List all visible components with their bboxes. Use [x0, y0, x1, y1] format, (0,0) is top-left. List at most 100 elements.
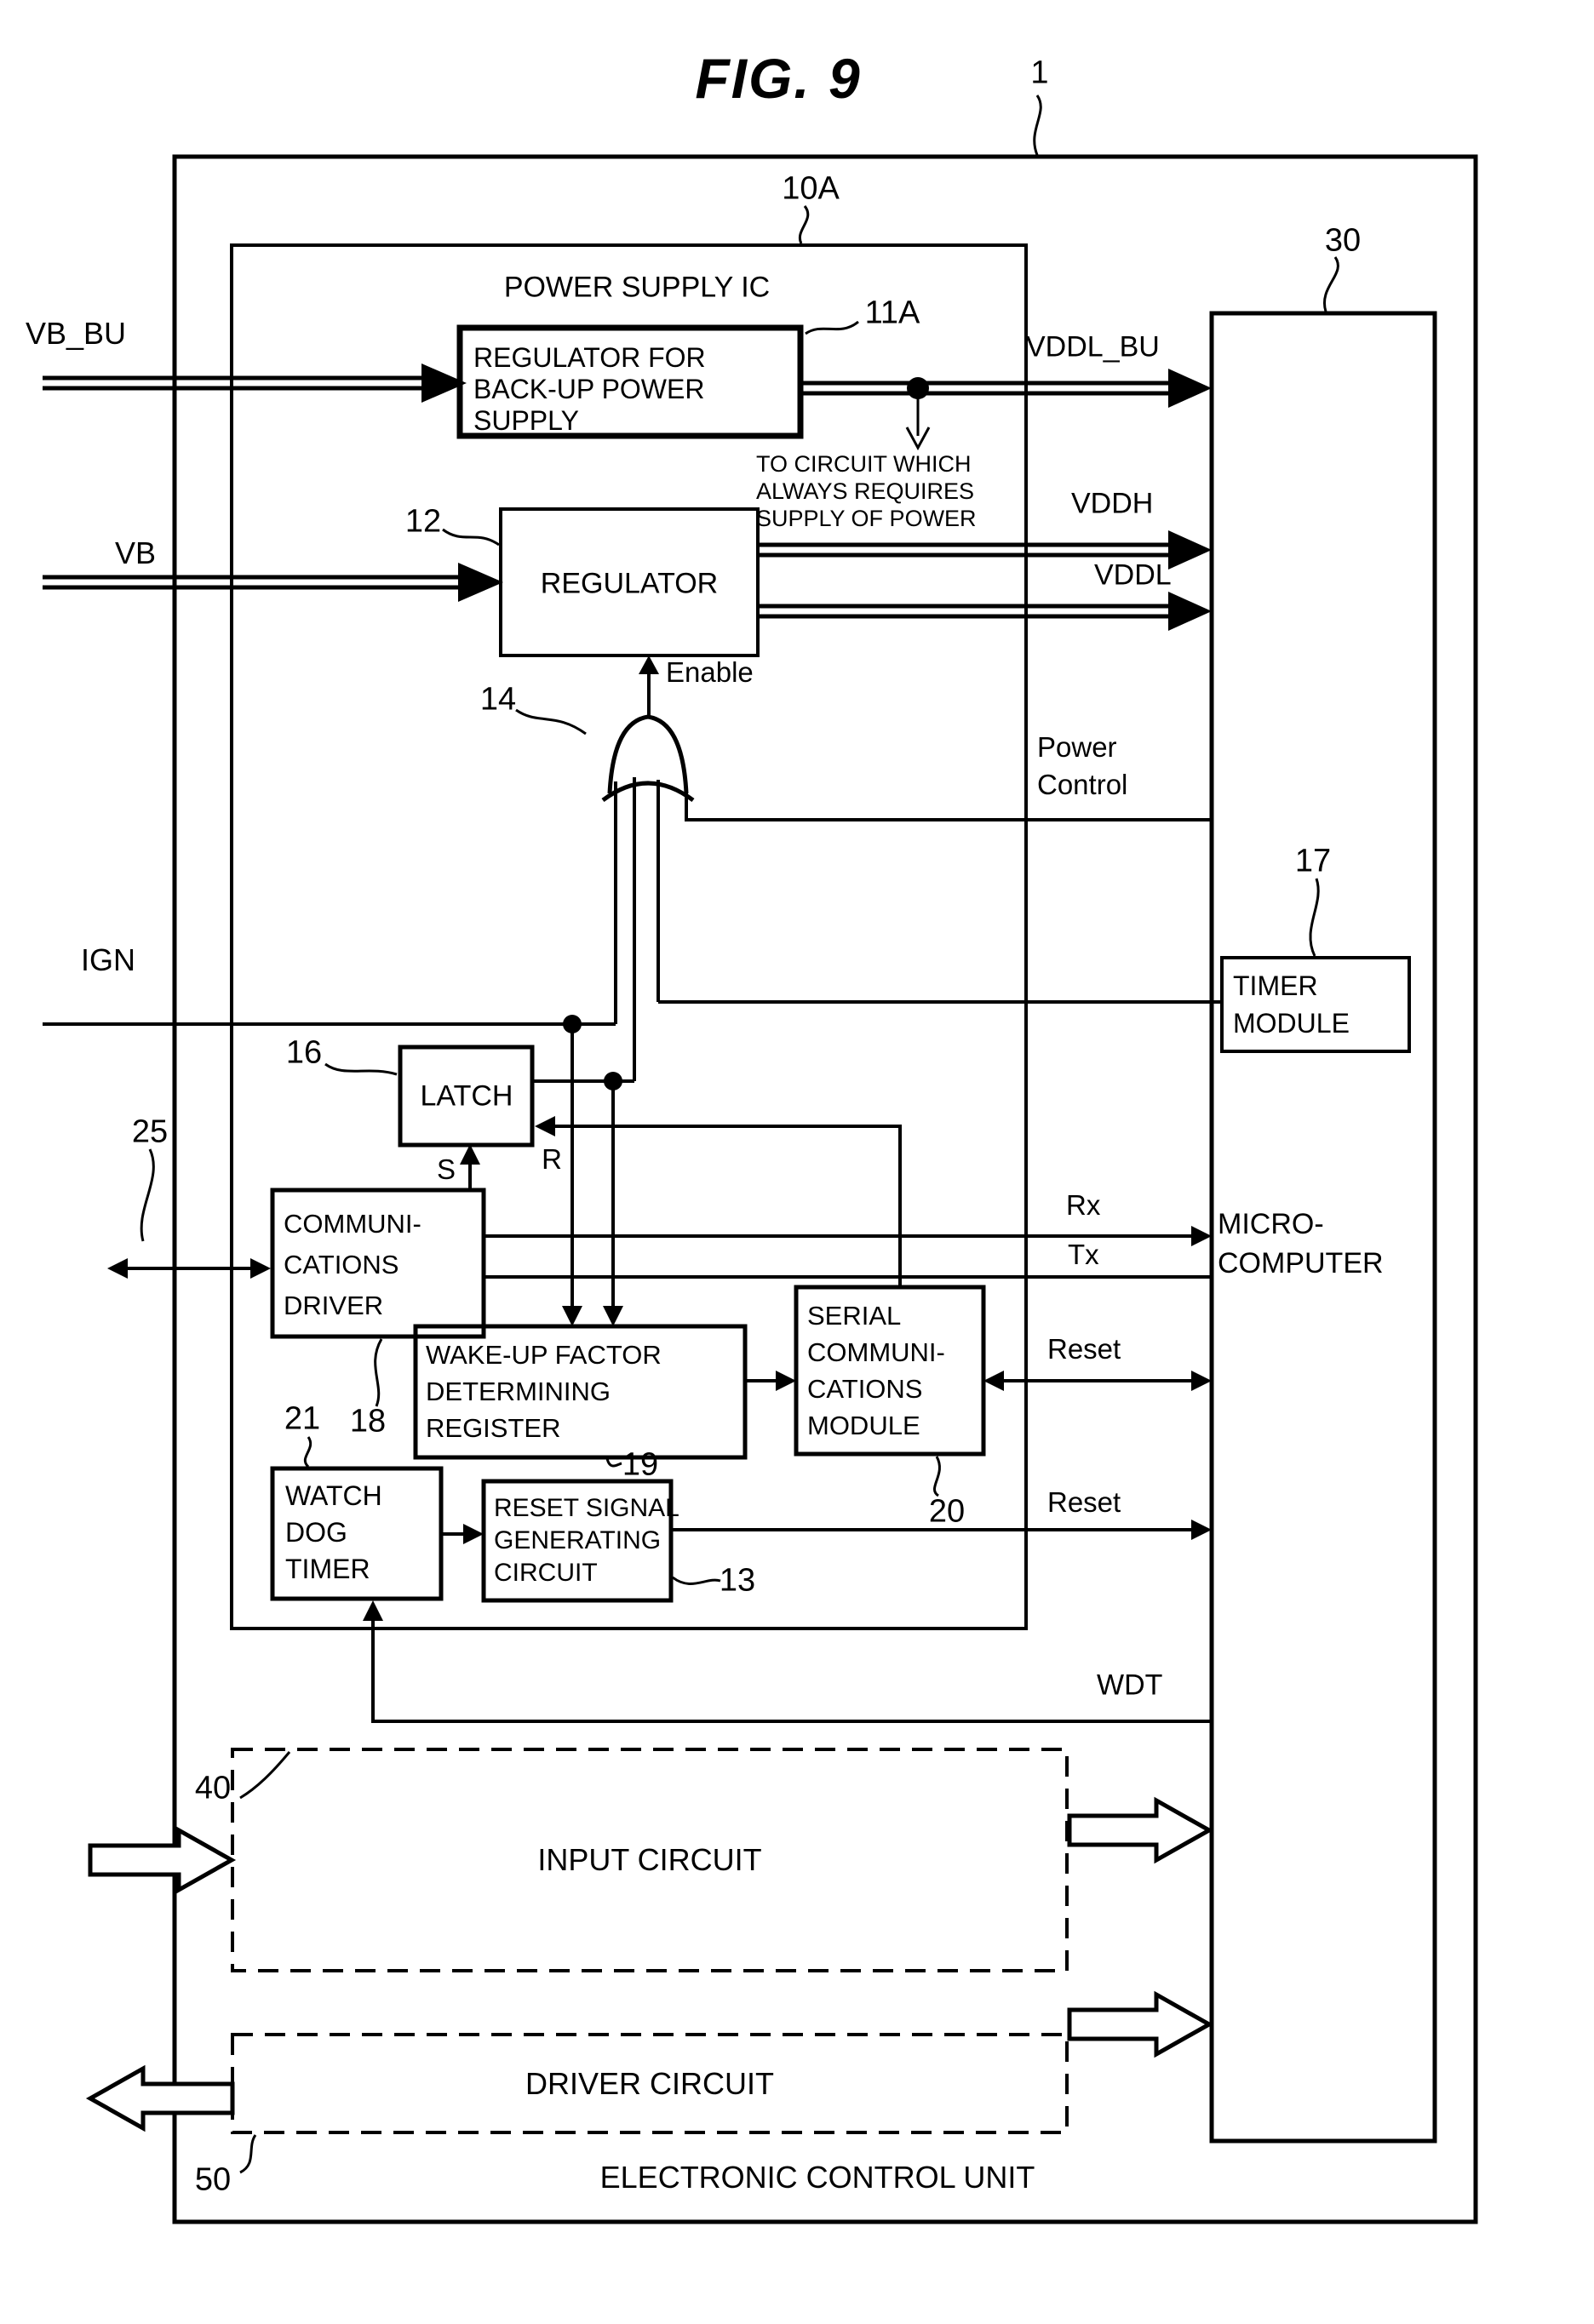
timer-module-label: TIMER MODULE: [1233, 970, 1350, 1039]
latch-s-arrowhead-icon: [460, 1144, 480, 1165]
always-power-note: TO CIRCUIT WHICH ALWAYS REQUIRES SUPPLY …: [756, 451, 977, 531]
ref-backup-regulator: 11A: [864, 295, 920, 331]
reset-serial-left-arrowhead-icon: [983, 1371, 1004, 1391]
leader-13: [672, 1576, 721, 1585]
power-supply-ic-box: [230, 243, 1028, 1630]
vddh-label: VDDH: [1071, 487, 1154, 520]
comm-driver-box: [270, 1188, 486, 1339]
ref-timer-module: 17: [1294, 843, 1332, 879]
leader-14: [515, 708, 587, 736]
vddl-wire: [758, 604, 1175, 619]
rx-label: Rx: [1066, 1189, 1101, 1221]
microcomputer-box: [1209, 311, 1437, 2144]
wdt-wire: [371, 1614, 1212, 1723]
ref-input-circuit: 40: [194, 1770, 232, 1806]
latch-s-label: S: [436, 1153, 456, 1185]
leader-10a: [798, 205, 810, 244]
input-circuit-box: [231, 1748, 1069, 1972]
vb-bu-label: VB_BU: [26, 316, 127, 351]
power-supply-ic-label: POWER SUPPLY IC: [503, 271, 771, 304]
leader-21: [303, 1436, 312, 1468]
wakeup-arrowhead-icon: [562, 1306, 582, 1326]
serial-module-box: [794, 1285, 986, 1457]
ref-comm-driver: 18: [349, 1403, 387, 1440]
vddl-bu-arrowhead-icon: [1168, 369, 1212, 408]
latch-label: LATCH: [420, 1079, 513, 1113]
leader-40: [239, 1751, 291, 1800]
microcomputer-label: MICRO- COMPUTER: [1218, 1208, 1384, 1279]
ref-power-ic: 10A: [782, 170, 840, 207]
ecu-label: ELECTRONIC CONTROL UNIT: [599, 2160, 1035, 2195]
ref-comm-bus: 25: [131, 1113, 169, 1150]
ref-watchdog: 21: [284, 1400, 321, 1437]
vb-bu-arrowhead-icon: [421, 363, 467, 403]
vb-label: VB: [115, 535, 157, 570]
figure-title: FIG. 9: [695, 47, 862, 110]
leader-50: [239, 2134, 257, 2174]
vddl-arrowhead-icon: [1168, 592, 1212, 631]
leader-18: [374, 1338, 383, 1407]
junction-dot: [907, 377, 929, 399]
vddh-wire: [758, 542, 1175, 558]
wakeup-serial-arrowhead-icon: [776, 1371, 796, 1391]
input-out-block-arrow-icon: [1067, 1796, 1214, 1864]
driver-in-block-arrow-icon: [1067, 1990, 1214, 2058]
reset-gen-box: [481, 1479, 674, 1603]
ref-wakeup-register: 19: [622, 1446, 659, 1483]
ref-microcomputer: 30: [1324, 222, 1362, 259]
latch-r-arrowhead-icon: [535, 1116, 555, 1136]
leader-11a: [805, 320, 859, 335]
reset-micro-label: Reset: [1047, 1486, 1121, 1518]
latch-reset-wire: [550, 1125, 902, 1287]
ign-label: IGN: [81, 942, 136, 977]
reset-gen-label: RESET SIGNAL GENERATING CIRCUIT: [494, 1494, 679, 1587]
vb-wire: [43, 575, 460, 590]
comm-driver-label: COMMUNI- CATIONS DRIVER: [284, 1209, 421, 1320]
vb-bu-wire: [43, 375, 423, 391]
driver-circuit-label: DRIVER CIRCUIT: [525, 2066, 775, 2101]
power-control-label: Power Control: [1037, 731, 1128, 800]
reference-leader-lines: [140, 94, 1339, 2174]
wdt-arrowhead-icon: [363, 1600, 383, 1621]
serial-module-label: SERIAL COMMUNI- CATIONS MODULE: [807, 1301, 945, 1440]
leader-1: [1033, 94, 1042, 156]
timer-module-box: [1220, 956, 1411, 1053]
tx-label: Tx: [1068, 1239, 1099, 1270]
reset-serial-right-arrowhead-icon: [1191, 1371, 1212, 1391]
vddl-label: VDDL: [1094, 558, 1172, 592]
vddl-bu-label: VDDL_BU: [1026, 330, 1160, 363]
vddh-arrowhead-icon: [1168, 530, 1212, 570]
or-gate: [601, 714, 695, 802]
latch-r-label: R: [542, 1143, 562, 1175]
leader-30: [1323, 256, 1339, 312]
regulator-label: REGULATOR: [540, 567, 719, 600]
rx-arrowhead-icon: [1191, 1226, 1212, 1246]
leader-19: [605, 1457, 622, 1468]
always-power-arrowhead-icon: [905, 426, 931, 451]
watchdog-label: WATCH DOG TIMER: [285, 1480, 382, 1584]
power-control-wire: [685, 788, 1212, 821]
leader-25: [140, 1148, 155, 1242]
ref-latch: 16: [285, 1034, 323, 1071]
enable-label: Enable: [666, 656, 754, 688]
ref-or-gate: 14: [479, 681, 517, 718]
leader-17: [1309, 878, 1320, 957]
leader-12: [442, 528, 500, 547]
leader-20: [932, 1456, 941, 1497]
driver-out-block-arrow-icon: [85, 2064, 235, 2132]
leader-16: [324, 1062, 398, 1076]
watchdog-resetgen-arrowhead-icon: [463, 1524, 484, 1544]
ref-serial-module: 20: [928, 1493, 966, 1530]
input-in-block-arrow-icon: [88, 1826, 237, 1894]
ref-reset-gen: 13: [719, 1562, 756, 1599]
comm-bus-right-arrowhead-icon: [250, 1258, 271, 1279]
ref-driver-circuit: 50: [194, 2161, 232, 2198]
comm-bus-left-arrowhead-icon: [107, 1258, 128, 1279]
wakeup-arrowhead-icon: [603, 1306, 623, 1326]
vddl-bu-wire: [800, 381, 1175, 396]
enable-arrowhead-icon: [639, 655, 659, 674]
ref-regulator: 12: [404, 503, 442, 540]
latch-box: [398, 1045, 535, 1148]
